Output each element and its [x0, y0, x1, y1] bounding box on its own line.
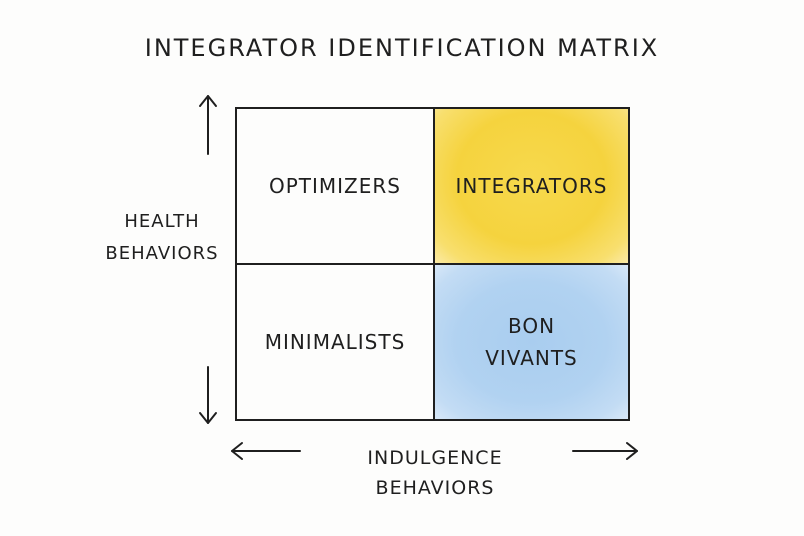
x-axis-label-line2: BEHAVIORS	[375, 477, 495, 499]
quadrant-optimizers: OPTIMIZERS	[235, 107, 435, 265]
arrow-right-icon	[572, 442, 638, 460]
quadrant-label-minimalists: MINIMALISTS	[264, 330, 406, 354]
quadrant-label-bon-vivants: BON VIVANTS	[485, 314, 578, 370]
quadrant-label-optimizers: OPTIMIZERS	[268, 174, 401, 198]
y-axis-label-line1: HEALTH	[124, 211, 200, 232]
y-axis-label-line2: BEHAVIORS	[105, 243, 219, 264]
arrow-up-icon	[199, 95, 217, 155]
quadrant-integrators: INTEGRATORS	[433, 107, 630, 265]
diagram-title: INTEGRATOR IDENTIFICATION MATRIX	[144, 34, 660, 62]
arrow-left-icon	[231, 442, 301, 460]
quadrant-matrix: OPTIMIZERS INTEGRATORS MINIMALISTS BON V…	[235, 107, 630, 421]
quadrant-label-integrators: INTEGRATORS	[455, 174, 608, 198]
arrow-down-icon	[199, 366, 217, 424]
y-axis-label: HEALTH BEHAVIORS	[100, 206, 224, 270]
x-axis-label: INDULGENCE BEHAVIORS	[335, 443, 535, 503]
quadrant-bon-vivants: BON VIVANTS	[433, 263, 630, 421]
quadrant-minimalists: MINIMALISTS	[235, 263, 435, 421]
x-axis-label-line1: INDULGENCE	[367, 447, 503, 469]
